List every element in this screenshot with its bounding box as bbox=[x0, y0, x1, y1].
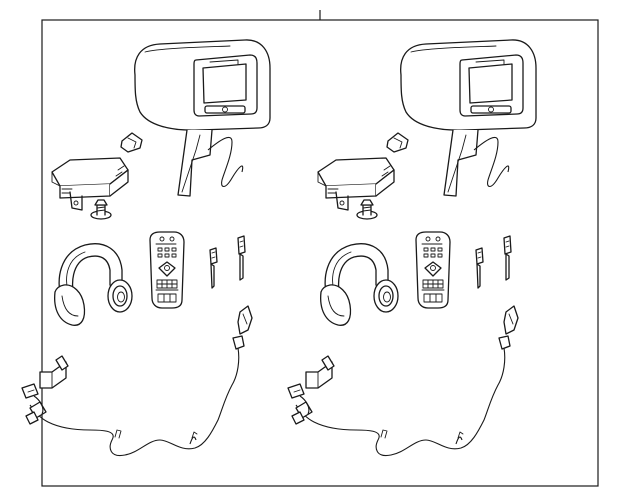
parts-set-right bbox=[287, 39, 537, 457]
parts-set-left bbox=[21, 39, 271, 457]
frame-border bbox=[41, 19, 599, 487]
